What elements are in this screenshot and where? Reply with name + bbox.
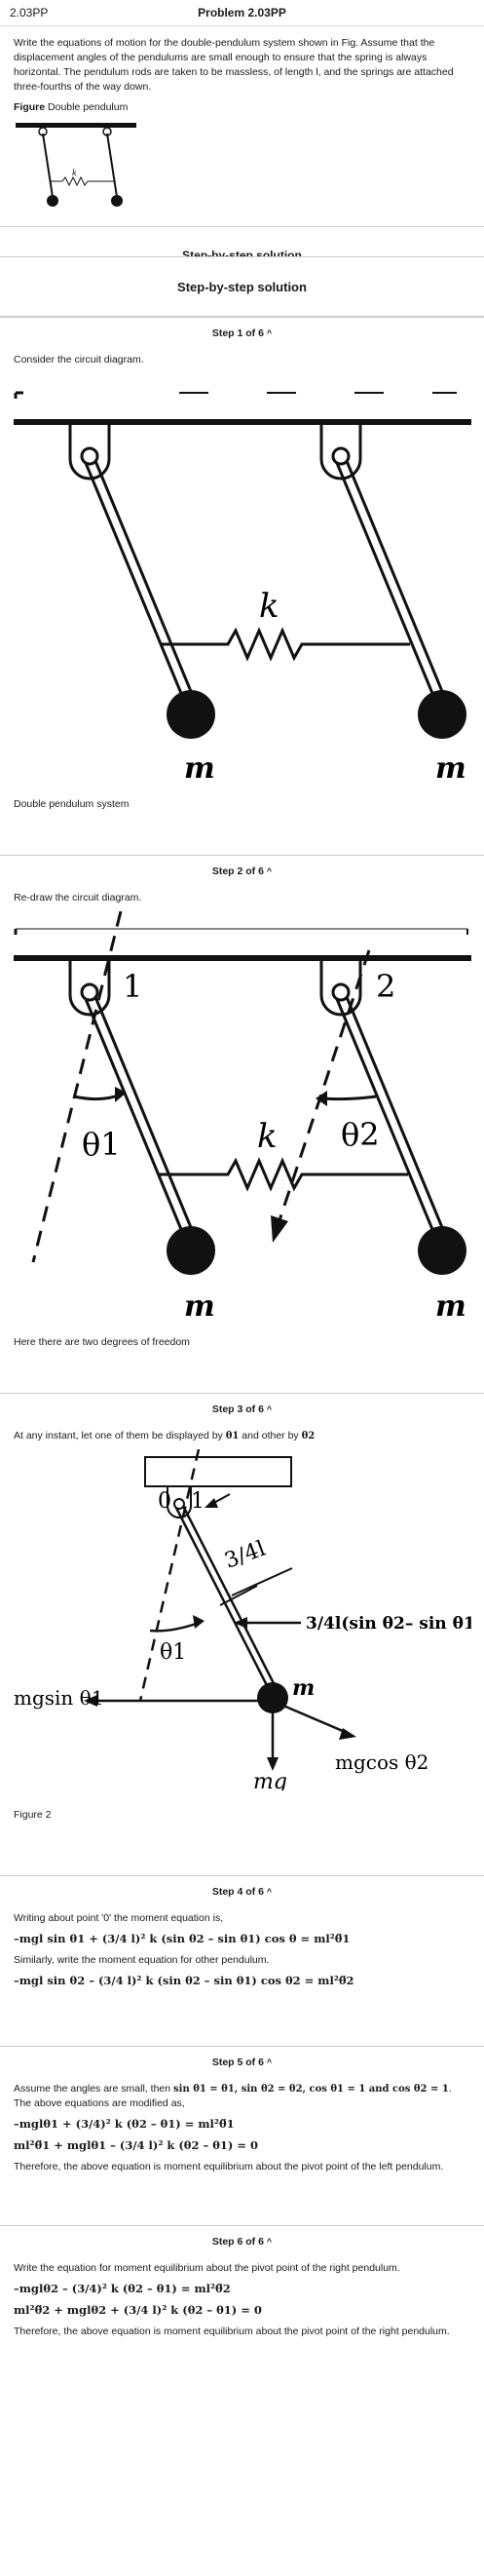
fig1-m2-label: m xyxy=(435,751,466,786)
step-6-text: Write the equation for moment equilibriu… xyxy=(14,2262,400,2274)
fig3-dim-label: 3/4l xyxy=(222,1537,269,1574)
step-3-caption: Figure 2 xyxy=(14,1809,52,1821)
fig3-mass-label: m xyxy=(292,1675,315,1701)
fig3-one-label: 1 xyxy=(191,1489,205,1514)
top-bar: 2.03PP Problem 2.03PP xyxy=(0,0,484,26)
problem-code: 2.03PP xyxy=(10,6,49,19)
solution-title: Step-by-step solution xyxy=(0,256,484,317)
chevron-up-icon[interactable]: ^ xyxy=(266,866,273,876)
figure-name: Double pendulum xyxy=(48,101,129,113)
fig2-theta1-label: θ1 xyxy=(82,1126,121,1163)
fig2-k-label: k xyxy=(257,1117,278,1156)
step-5-text-a: Assume the angles are small, then xyxy=(14,2083,171,2095)
chevron-up-icon[interactable]: ^ xyxy=(266,1887,273,1897)
mass-labels-1: m m xyxy=(184,751,466,786)
step-6-header[interactable]: Step 6 of 6^ xyxy=(14,2226,470,2261)
step-3: Step 3 of 6^ At any instant, let one of … xyxy=(0,1393,484,1875)
step-2: Step 2 of 6^ Re-draw the circuit diagram… xyxy=(0,855,484,1393)
problem-text: Write the equations of motion for the do… xyxy=(14,37,454,93)
step-6-text-2: Therefore, the above equation is moment … xyxy=(14,2326,450,2337)
step-5-text: Assume the angles are small, then sin θ1… xyxy=(14,2083,452,2109)
step-4-text-2: Similarly, write the moment equation for… xyxy=(14,1954,270,1966)
fig3-zero-label: 0 xyxy=(158,1489,171,1514)
step-1-text: Consider the circuit diagram. xyxy=(14,354,144,365)
step-3-text: At any instant, let one of them be displ… xyxy=(14,1429,470,1443)
step-2-label: Step 2 of 6 xyxy=(211,865,264,877)
figure-label: Figure Double pendulum xyxy=(14,100,470,115)
step-3-theta1: θ1 xyxy=(225,1431,240,1442)
step-5: Step 5 of 6^ Assume the angles are small… xyxy=(0,2046,484,2225)
problem-statement: Write the equations of motion for the do… xyxy=(0,26,484,226)
step-4-equation-1: –mgl sin θ1 + (3/4 l)² k (sin θ2 – sin θ… xyxy=(14,1932,351,1945)
step-6: Step 6 of 6^ Write the equation for mome… xyxy=(0,2225,484,2357)
step-4-equation-2: –mgl sin θ2 – (3/4 l)² k (sin θ2 – sin θ… xyxy=(14,1974,354,1987)
fig2-m2-label: m xyxy=(435,1289,466,1324)
figure-label-prefix: Figure xyxy=(14,101,46,113)
step-2-header[interactable]: Step 2 of 6^ xyxy=(14,856,470,891)
cutoff-heading: Step-by-step solution xyxy=(0,226,484,256)
step-6-equation-1: –mglθ2 – (3/4)² k (θ2 – θ1) = ml²θ̈2 xyxy=(14,2282,231,2295)
solution-title-text: Step-by-step solution xyxy=(177,279,307,294)
fig3-spring-force-label: 3/4l(sin θ2– sin θ1)k xyxy=(306,1614,471,1634)
step-5-header[interactable]: Step 5 of 6^ xyxy=(14,2047,470,2082)
fig3-mgsin-label: mgsin θ1 xyxy=(14,1686,103,1710)
step-2-text: Re-draw the circuit diagram. xyxy=(14,892,142,904)
double-pendulum-figure: k xyxy=(14,391,471,739)
fig1-k-label: k xyxy=(259,587,279,626)
step-3-text-a: At any instant, let one of them be displ… xyxy=(14,1430,223,1442)
fig3-mgcos-label: mgcos θ2 xyxy=(335,1750,428,1774)
step-4: Step 4 of 6^ Writing about point '0' the… xyxy=(0,1875,484,2046)
cutoff-heading-text: Step-by-step solution xyxy=(182,249,302,256)
step-1: Step 1 of 6^ Consider the circuit diagra… xyxy=(0,317,484,855)
chevron-up-icon[interactable]: ^ xyxy=(266,1404,273,1414)
single-pendulum-force-figure: 0 1 3/4l θ1 3/4l(sin θ2– sin θ1)k m mgsi… xyxy=(14,1448,484,1794)
redrawn-pendulum-figure: k 1 2 θ1 θ2 xyxy=(14,910,471,1275)
step-4-text: Writing about point '0' the moment equat… xyxy=(14,1912,224,1924)
fig2-pivot2-label: 2 xyxy=(376,968,395,1005)
step-5-equation-1: –mglθ1 + (3/4)² k (θ2 – θ1) = ml²θ̈1 xyxy=(14,2117,235,2131)
step-1-header[interactable]: Step 1 of 6^ xyxy=(14,318,470,353)
step-1-caption: Double pendulum system xyxy=(14,798,130,810)
chevron-up-icon[interactable]: ^ xyxy=(266,2237,273,2247)
fig0-k-label: k xyxy=(72,169,77,177)
chevron-up-icon[interactable]: ^ xyxy=(266,328,273,338)
step-4-label: Step 4 of 6 xyxy=(211,1886,264,1898)
step-3-label: Step 3 of 6 xyxy=(211,1403,264,1415)
step-5-text-b: The above equations are modified as, xyxy=(14,2097,185,2109)
step-5-text-2: Therefore, the above equation is moment … xyxy=(14,2161,444,2172)
chevron-up-icon[interactable]: ^ xyxy=(266,2057,273,2067)
step-5-small-angle: sin θ1 = θ1, sin θ2 = θ2, cos θ1 = 1 and… xyxy=(173,2084,449,2095)
fig2-pivot1-label: 1 xyxy=(123,968,142,1005)
step-5-equation-2: ml²θ̈1 + mglθ1 – (3/4 l)² k (θ2 – θ1) = … xyxy=(14,2138,258,2152)
step-3-theta2: θ2 xyxy=(301,1431,316,1442)
fig3-theta-label: θ1 xyxy=(160,1640,186,1665)
mass-labels-2: m m xyxy=(184,1289,466,1324)
step-2-caption: Here there are two degrees of freedom xyxy=(14,1336,190,1348)
step-6-equation-2: ml²θ̈2 + mglθ2 + (3/4 l)² k (θ2 – θ1) = … xyxy=(14,2303,262,2317)
fig3-mg-label: mg xyxy=(253,1770,287,1790)
fig2-theta2-label: θ2 xyxy=(341,1116,380,1153)
step-6-label: Step 6 of 6 xyxy=(211,2236,264,2248)
step-3-header[interactable]: Step 3 of 6^ xyxy=(14,1394,470,1429)
problem-figure: k xyxy=(16,123,136,207)
step-4-header[interactable]: Step 4 of 6^ xyxy=(14,1876,470,1911)
step-3-text-b: and other by xyxy=(242,1430,299,1442)
fig2-m1-label: m xyxy=(184,1289,215,1324)
step-1-label: Step 1 of 6 xyxy=(211,327,264,339)
fig1-m1-label: m xyxy=(184,751,215,786)
step-5-label: Step 5 of 6 xyxy=(211,2057,264,2068)
